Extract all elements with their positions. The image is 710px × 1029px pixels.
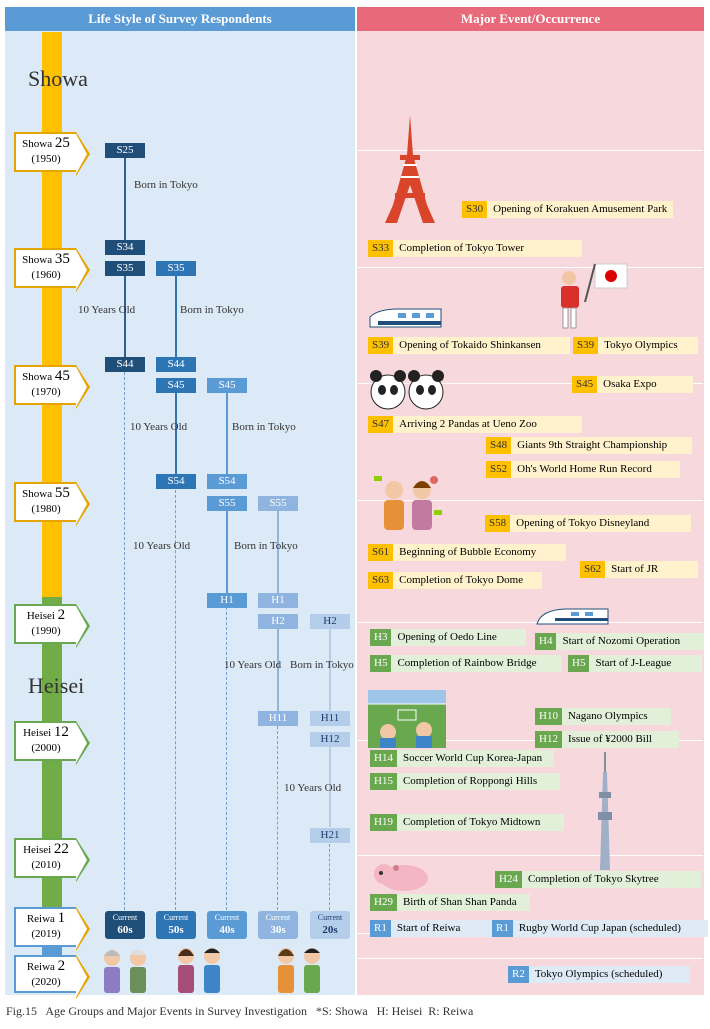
olympic-flag-icon — [561, 263, 628, 329]
box-20s-grow: H12 — [310, 732, 350, 747]
box-40s-start: S45 — [207, 378, 247, 393]
box-20s-end: H21 — [310, 828, 350, 843]
note-50s-ten: 10 Years Old — [130, 421, 188, 433]
box-40s-ten: S54 — [207, 474, 247, 489]
era-heisei: Heisei — [28, 673, 85, 698]
box-20s-start: H2 — [310, 614, 350, 629]
shan-shan-panda-icon — [374, 864, 428, 891]
box-40s-end: H1 — [207, 593, 247, 608]
box-30s-start: S55 — [258, 496, 298, 511]
left-header: Life Style of Survey Respondents — [5, 7, 355, 31]
note-40s-ten: 10 Years Old — [133, 540, 191, 552]
middle-couple-icon — [178, 948, 220, 993]
young-couple-icon — [278, 948, 320, 993]
note-50s-born: Born in Tokyo — [180, 304, 244, 316]
year-label-heisei-12: Heisei 12(2000) — [14, 721, 90, 765]
note-30s-ten: 10 Years Old — [224, 659, 282, 671]
year-label-reiwa-2: Reiwa 2(2020) — [14, 955, 90, 999]
year-label-heisei-22: Heisei 22(2010) — [14, 838, 90, 882]
box-30s-grow: H2 — [258, 614, 298, 629]
box-60s-ten: S34 — [105, 240, 145, 255]
figure-caption: Fig.15 Age Groups and Major Events in Su… — [6, 1004, 474, 1018]
shinkansen-icon — [369, 308, 442, 328]
panda-icon — [370, 370, 444, 410]
box-40s-grow: S55 — [207, 496, 247, 511]
year-label-reiwa-1: Reiwa 1(2019) — [14, 907, 90, 951]
tokyo-tower-icon — [385, 115, 435, 223]
year-label-showa-55: Showa 55(1980) — [14, 482, 90, 526]
soccer-world-cup-icon — [368, 690, 446, 748]
bubble-economy-icon — [374, 476, 442, 530]
showa-timeline-bar — [42, 32, 62, 597]
box-60s-grow: S35 — [105, 261, 145, 276]
people-illustration — [104, 948, 320, 993]
box-50s-end: S54 — [156, 474, 196, 489]
box-50s-ten: S44 — [156, 357, 196, 372]
box-30s-ten: H1 — [258, 593, 298, 608]
box-60s-start: S25 — [105, 143, 145, 158]
year-label-showa-25: Showa 25(1950) — [14, 132, 90, 176]
year-label-heisei-2: Heisei 2(1990) — [14, 604, 90, 648]
note-20s-born: Born in Tokyo — [290, 659, 354, 671]
box-50s-start: S35 — [156, 261, 196, 276]
box-60s-end: S44 — [105, 357, 145, 372]
tokyo-skytree-icon — [598, 752, 612, 870]
box-50s-grow: S45 — [156, 378, 196, 393]
era-showa: Showa — [28, 66, 88, 91]
year-label-showa-45: Showa 45(1970) — [14, 365, 90, 409]
elderly-couple-icon — [104, 950, 146, 993]
box-20s-ten: H11 — [310, 711, 350, 726]
nozomi-train-icon — [536, 608, 609, 625]
right-header: Major Event/Occurrence — [357, 7, 704, 31]
note-40s-born: Born in Tokyo — [232, 421, 296, 433]
note-30s-born: Born in Tokyo — [234, 540, 298, 552]
year-label-showa-35: Showa 35(1960) — [14, 248, 90, 292]
note-60s-born: Born in Tokyo — [134, 179, 198, 191]
note-60s-ten: 10 Years Old — [78, 304, 136, 316]
box-30s-end: H11 — [258, 711, 298, 726]
note-20s-ten: 10 Years Old — [284, 782, 342, 794]
